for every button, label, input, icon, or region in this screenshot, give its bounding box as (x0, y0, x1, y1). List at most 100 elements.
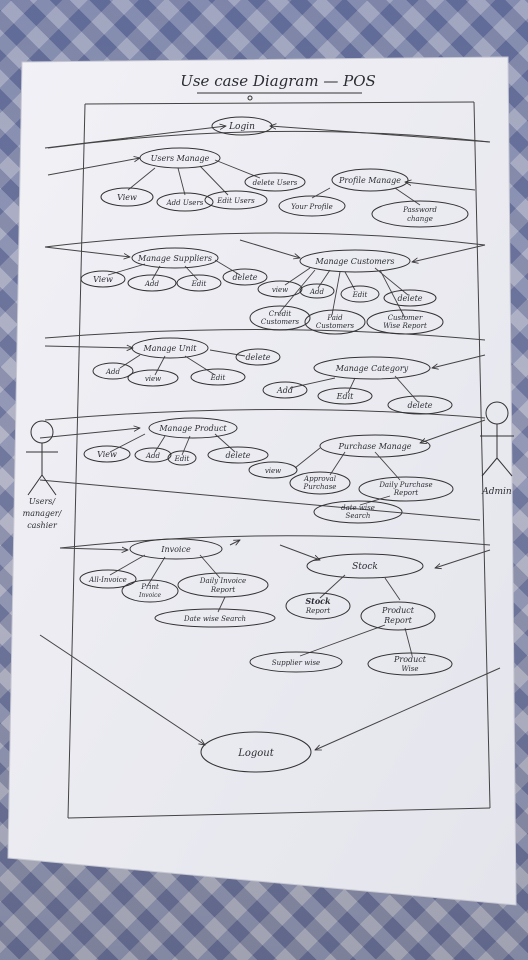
usecase-unit-delete (235, 348, 281, 366)
label-customer-wise-report-1: Customer (388, 314, 423, 322)
usecase-manage-product (148, 417, 238, 439)
label-cus-view: view (272, 286, 288, 294)
label-supplier-wise: Supplier wise (272, 659, 320, 667)
label-daily-invoice-report-1: Daily Invoice (199, 577, 246, 585)
label-edit-users: Edit Users (216, 197, 255, 205)
label-login: Login (228, 122, 255, 132)
usecase-sup-view (80, 270, 126, 288)
actor-right (480, 401, 514, 477)
label-unit-delete: delete (245, 353, 270, 362)
usecase-cat-add (262, 381, 308, 399)
label-view-users: View (117, 193, 137, 202)
usecase-unit-view (127, 369, 179, 387)
usecase-logout (200, 731, 312, 773)
label-invoice: Invoice (160, 545, 191, 554)
label-stock: Stock (352, 562, 378, 572)
usecase-password-change (371, 200, 469, 228)
usecase-stock-report (285, 592, 351, 620)
label-sup-add: Add (144, 280, 160, 288)
label-cus-add: Add (309, 288, 325, 296)
usecase-cat-edit (317, 387, 373, 405)
label-sup-view: View (93, 275, 113, 284)
usecase-sup-delete (222, 268, 268, 286)
actor-left (26, 420, 58, 496)
label-prod-add: Add (145, 452, 161, 460)
usecase-product-report (360, 601, 436, 631)
usecase-supplier-wise (249, 651, 343, 673)
usecase-profile-manage (331, 168, 409, 192)
usecase-purchase-manage (319, 434, 431, 458)
usecase-prod-add (134, 447, 172, 463)
label-customer-wise-report-2: Wise Report (383, 322, 427, 330)
label-print-invoice-1: Print (140, 583, 159, 591)
section-dividers (44, 130, 491, 549)
usecase-prod-view (83, 445, 131, 463)
actor-left-label-1: Users/ (29, 497, 57, 506)
usecase-invoice (129, 538, 223, 560)
label-prod-delete: delete (225, 451, 250, 460)
usecase-print-invoice (121, 579, 179, 603)
usecase-cus-view (257, 280, 303, 298)
label-all-invoice: All-Invoice (88, 576, 127, 584)
label-cat-add: Add (276, 386, 293, 395)
label-approval-purchase-1: Approval (303, 475, 336, 483)
label-users-manage: Users Manage (151, 154, 210, 163)
usecase-view-users (100, 187, 154, 207)
label-daily-purchase-report-1: Daily Purchase (378, 481, 432, 489)
label-product-report-1: Product (381, 606, 415, 615)
usecase-cus-edit (340, 285, 380, 303)
label-password-change-1: Password (402, 206, 437, 214)
usecase-manage-customers (299, 249, 411, 273)
usecase-product-wise (367, 652, 453, 676)
usecase-sup-edit (176, 274, 222, 292)
label-unit-add: Add (105, 368, 121, 376)
label-unit-edit: Edit (210, 374, 226, 382)
label-prod-edit: Edit (174, 455, 190, 463)
label-cat-delete: delete (407, 401, 432, 410)
label-stock-report-2: Report (305, 607, 330, 615)
label-approval-purchase-2: Purchase (303, 483, 337, 491)
label-cus-delete: delete (397, 294, 422, 303)
label-date-wise-search-inv: Date wise Search (183, 615, 246, 623)
label-sup-edit: Edit (191, 280, 207, 288)
usecase-cat-delete (387, 395, 453, 415)
label-product-report-2: Report (383, 616, 413, 625)
actor-links (39, 126, 501, 751)
usecase-your-profile (278, 195, 346, 217)
label-cus-edit: Edit (352, 291, 368, 299)
label-unit-view: view (145, 375, 161, 383)
include-links (107, 159, 421, 657)
usecase-sup-add (127, 274, 177, 292)
title-dot (247, 95, 253, 101)
label-date-wise-search-pur-2: Search (346, 512, 371, 520)
label-manage-category: Manage Category (335, 364, 409, 373)
label-your-profile: Your Profile (291, 203, 333, 211)
actor-right-label: Admin (481, 487, 512, 497)
actor-left-label-3: cashier (27, 521, 58, 530)
usecase-customer-wise-report (366, 309, 444, 335)
label-print-invoice-2: Invoice (138, 592, 162, 599)
usecase-approval-purchase (289, 471, 351, 495)
label-product-wise-2: Wise (401, 665, 418, 673)
usecase-all-invoice (79, 569, 137, 589)
usecase-login (211, 116, 273, 136)
label-stock-report-1: Stock (305, 596, 331, 606)
usecase-users-manage (139, 147, 221, 169)
label-paid-customers-2: Customers (316, 322, 355, 330)
usecase-cus-delete (383, 289, 437, 307)
label-manage-product: Manage Product (158, 424, 227, 433)
paper-sheet (7, 56, 517, 906)
usecase-delete-users (244, 172, 306, 192)
label-prod-view: View (97, 450, 117, 459)
diagram-title: Use case Diagram — POS (180, 72, 376, 90)
label-product-wise-1: Product (393, 655, 427, 664)
usecase-prod-edit (167, 450, 197, 466)
usecase-date-wise-search-pur (313, 500, 403, 524)
label-purchase-manage: Purchase Manage (338, 442, 412, 451)
label-manage-unit: Manage Unit (143, 344, 198, 353)
label-profile-manage: Profile Manage (338, 176, 401, 185)
usecase-unit-edit (190, 368, 246, 386)
usecase-daily-purchase-report (358, 476, 454, 502)
usecase-stock (306, 553, 424, 579)
